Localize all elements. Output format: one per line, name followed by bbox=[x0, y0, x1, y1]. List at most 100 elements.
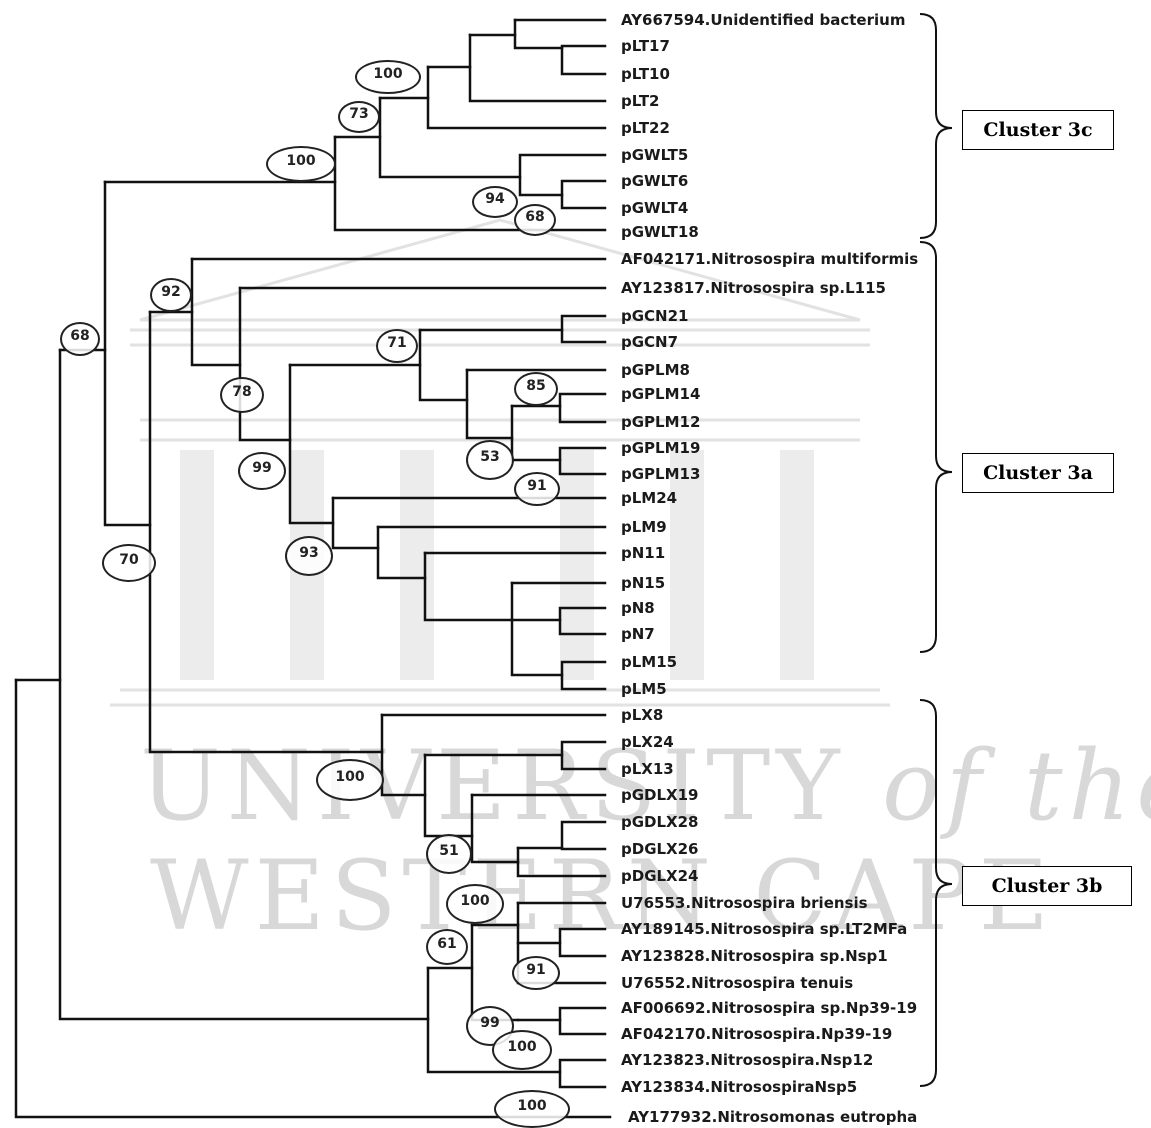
leaf-label: pLM24 bbox=[621, 490, 677, 506]
cluster-3c-label: Cluster 3c bbox=[962, 110, 1114, 150]
bootstrap-value: 53 bbox=[466, 440, 514, 480]
node-71 bbox=[420, 330, 467, 400]
cluster-3a-label: Cluster 3a bbox=[962, 453, 1114, 493]
node-gdlx28-26 bbox=[562, 822, 605, 849]
node-n8-n7 bbox=[560, 608, 605, 634]
bootstrap-value: 70 bbox=[102, 544, 156, 582]
leaf-label: pDGLX24 bbox=[621, 868, 699, 884]
leaf-label: pN8 bbox=[621, 600, 655, 616]
leaf-label: pLT10 bbox=[621, 66, 670, 82]
node-91 bbox=[560, 448, 605, 474]
leaf-label: AY123834.NitrosospiraNsp5 bbox=[621, 1079, 857, 1095]
leaf-label: pLT22 bbox=[621, 120, 670, 136]
node-pLX bbox=[425, 755, 472, 836]
bootstrap-value: 71 bbox=[376, 329, 418, 363]
leaf-label: pN11 bbox=[621, 545, 665, 561]
node-100-3c bbox=[335, 137, 605, 230]
node-68 bbox=[562, 181, 605, 208]
bootstrap-value: 100 bbox=[266, 146, 336, 182]
leaf-label: pGWLT18 bbox=[621, 224, 699, 240]
node-n15 bbox=[512, 620, 562, 675]
node-top bbox=[515, 20, 562, 48]
leaf-label: AY667594.Unidentified bacterium bbox=[621, 12, 905, 28]
bootstrap-value: 73 bbox=[338, 101, 380, 133]
bootstrap-value: 91 bbox=[512, 956, 560, 990]
leaf-label: pLM9 bbox=[621, 519, 667, 535]
bootstrap-value: 100 bbox=[446, 884, 504, 924]
node-73 bbox=[380, 98, 520, 177]
node-99b bbox=[560, 1008, 605, 1034]
node-dglx bbox=[518, 848, 605, 876]
node-93 bbox=[333, 498, 378, 548]
bootstrap-value: 100 bbox=[494, 1090, 570, 1128]
leaf-label: pGPLM13 bbox=[621, 466, 700, 482]
leaf-label: pGCN21 bbox=[621, 308, 689, 324]
leaf-label: U76553.Nitrosospira briensis bbox=[621, 895, 868, 911]
bootstrap-value: 91 bbox=[514, 472, 560, 506]
cluster-3c-brace bbox=[920, 14, 952, 238]
leaf-label: pGDLX28 bbox=[621, 814, 699, 830]
leaf-label: AY123817.Nitrosospira sp.L115 bbox=[621, 280, 886, 296]
leaf-label: AY189145.Nitrosospira sp.LT2MFa bbox=[621, 921, 907, 937]
bootstrap-value: 68 bbox=[60, 322, 100, 356]
bootstrap-value: 100 bbox=[355, 60, 421, 94]
leaf-label: pGDLX19 bbox=[621, 787, 699, 803]
bootstrap-value: 99 bbox=[238, 452, 286, 490]
leaf-label: pGWLT6 bbox=[621, 173, 688, 189]
leaf-label: pGPLM8 bbox=[621, 362, 690, 378]
leaf-label: pGPLM12 bbox=[621, 414, 700, 430]
leaf-label: AF042170.Nitrosospira.Np39-19 bbox=[621, 1026, 892, 1042]
bootstrap-value: 94 bbox=[472, 186, 518, 218]
leaf-label: pLX13 bbox=[621, 761, 674, 777]
leaf-label: AY123828.Nitrosospira sp.Nsp1 bbox=[621, 948, 888, 964]
node-100b bbox=[428, 67, 605, 128]
node-n11 bbox=[425, 553, 512, 620]
leaf-label: pLX24 bbox=[621, 734, 674, 750]
node-53 bbox=[467, 370, 512, 438]
node-70 bbox=[105, 182, 150, 525]
cluster-3a-brace bbox=[920, 242, 952, 652]
bootstrap-value: 100 bbox=[492, 1030, 552, 1070]
bootstrap-value: 68 bbox=[514, 204, 556, 236]
node-lm15-lm5 bbox=[562, 662, 605, 689]
node-gplm14-12 bbox=[560, 394, 605, 422]
leaf-label: pLT2 bbox=[621, 93, 659, 109]
node-68b bbox=[150, 312, 382, 752]
node-plx24-13 bbox=[562, 742, 605, 769]
node-85 bbox=[512, 406, 560, 460]
node-100e bbox=[560, 1060, 605, 1087]
node-91b bbox=[560, 929, 605, 956]
bootstrap-value: 93 bbox=[285, 536, 333, 576]
ingroup-split bbox=[60, 350, 428, 1019]
leaf-label: AF006692.Nitrosospira sp.Np39-19 bbox=[621, 1000, 917, 1016]
node-pLT17-10 bbox=[562, 46, 605, 74]
bootstrap-value: 78 bbox=[220, 377, 264, 413]
leaf-label: AY123823.Nitrosospira.Nsp12 bbox=[621, 1052, 873, 1068]
leaf-label: pLT17 bbox=[621, 38, 670, 54]
leaf-label: AF042171.Nitrosospira multiformis bbox=[621, 251, 918, 267]
bootstrap-value: 100 bbox=[316, 759, 384, 801]
cluster-3b-label: Cluster 3b bbox=[962, 866, 1132, 906]
leaf-label: pLM15 bbox=[621, 654, 677, 670]
leaf-label: U76552.Nitrosospira tenuis bbox=[621, 975, 853, 991]
node-gcn bbox=[562, 316, 605, 342]
node-99 bbox=[290, 365, 333, 523]
leaf-label: pGWLT4 bbox=[621, 200, 688, 216]
cluster-3b-brace bbox=[920, 700, 952, 1086]
leaf-label: AY177932.Nitrosomonas eutropha bbox=[628, 1109, 917, 1125]
leaf-label: pN7 bbox=[621, 626, 655, 642]
leaf-label: pGCN7 bbox=[621, 334, 678, 350]
node-51 bbox=[472, 795, 518, 862]
bootstrap-value: 85 bbox=[514, 372, 558, 406]
node-78 bbox=[240, 288, 290, 440]
bootstrap-value: 61 bbox=[426, 929, 468, 965]
node-100c bbox=[382, 715, 425, 795]
leaf-label: pGPLM19 bbox=[621, 440, 700, 456]
bootstrap-value: 92 bbox=[150, 278, 192, 312]
leaf-label: pGPLM14 bbox=[621, 386, 700, 402]
leaf-label: pLM5 bbox=[621, 681, 667, 697]
leaf-label: pDGLX26 bbox=[621, 841, 699, 857]
bootstrap-value: 51 bbox=[426, 834, 472, 874]
